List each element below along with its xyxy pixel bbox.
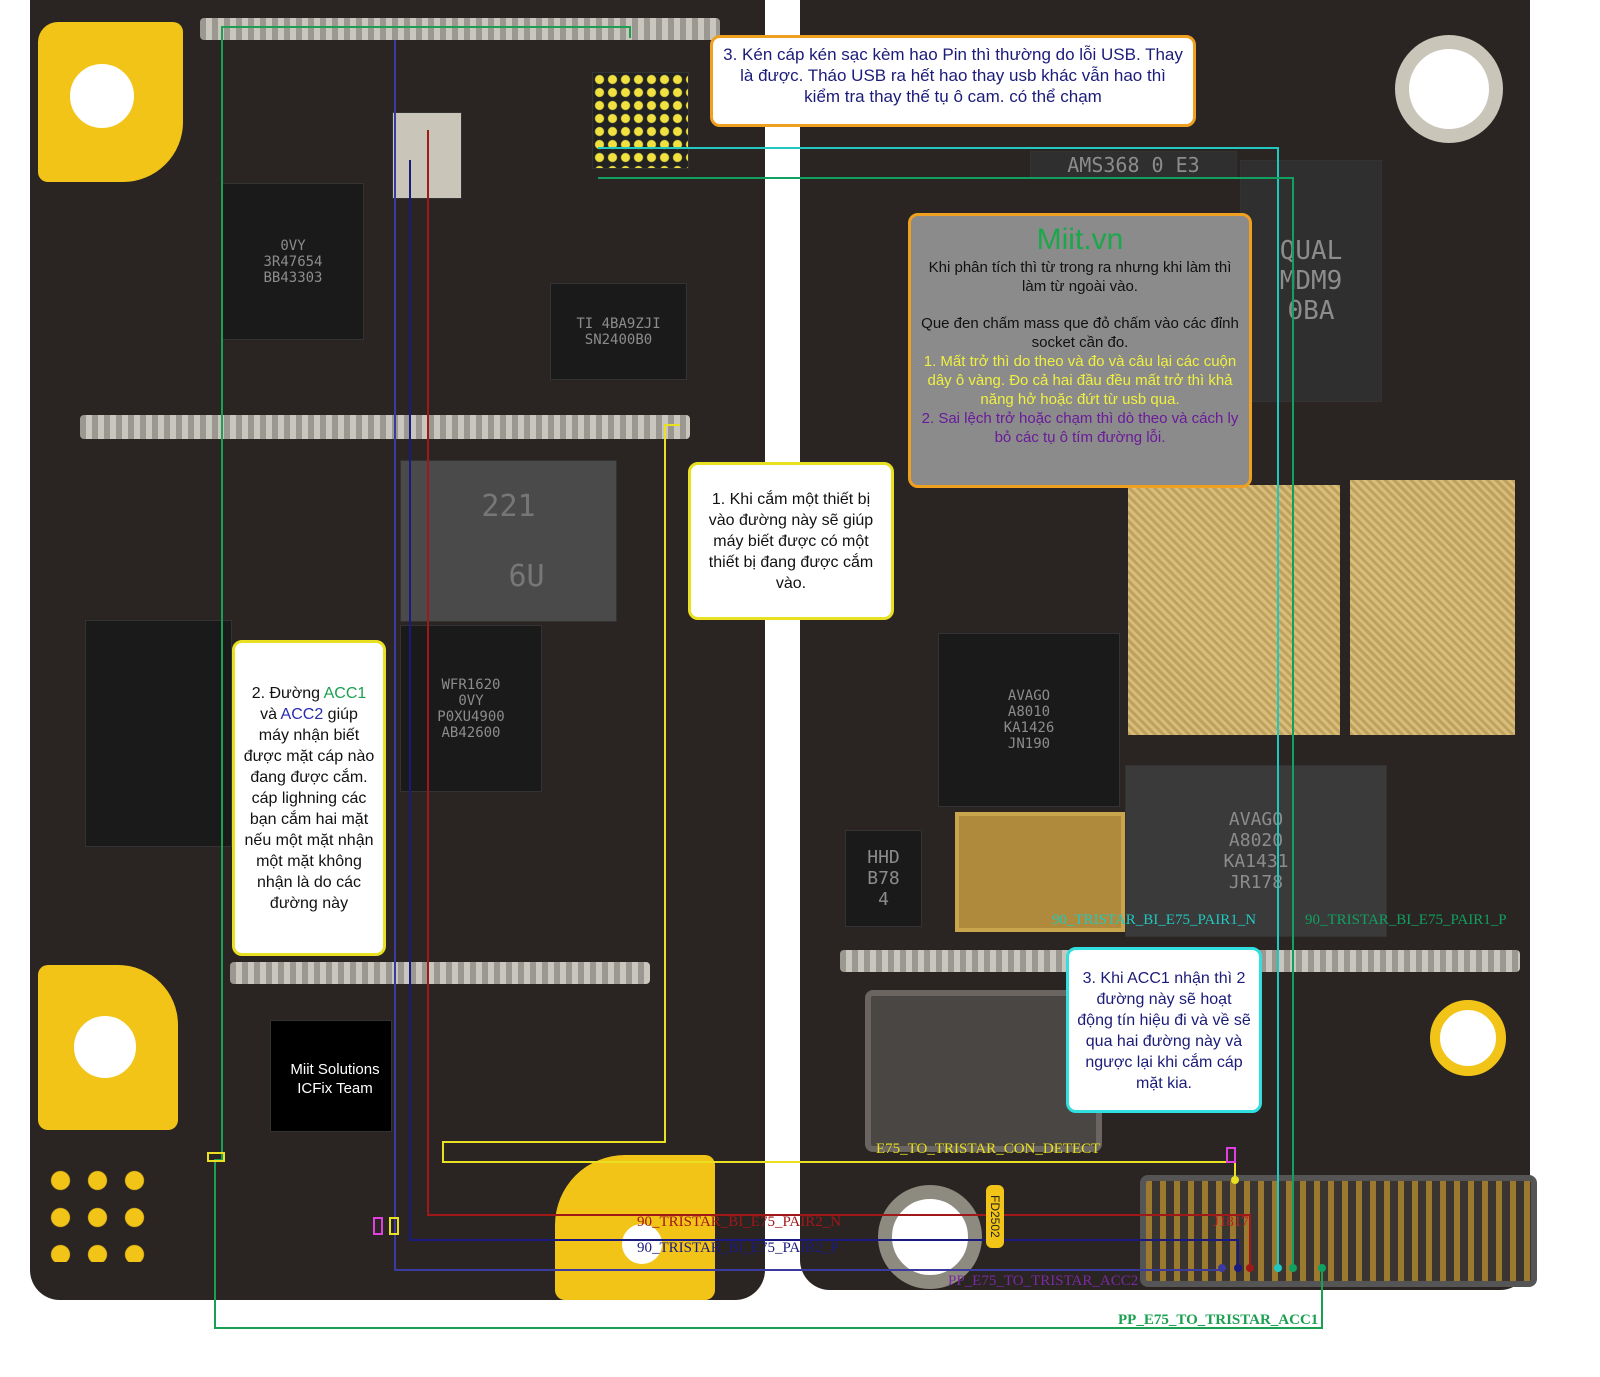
purple-cap-marker	[1226, 1147, 1236, 1163]
pin-marker	[1231, 1176, 1239, 1184]
chip: AVAGO A8020 KA1431 JR178	[1125, 765, 1387, 937]
net-label-acc2: PP_E75_TO_TRISTAR_ACC2	[948, 1273, 1139, 1289]
note-pair: 3. Khi ACC1 nhận thì 2 đường này sẽ hoạt…	[1066, 947, 1262, 1113]
bga-socket	[592, 72, 689, 169]
trace-pair1-n	[598, 147, 1279, 1268]
acc-mid: và	[260, 706, 281, 723]
note-acc: 2. Đường ACC1 và ACC2 giúp máy nhận biết…	[232, 640, 386, 956]
connector-label: J1817	[1213, 1214, 1249, 1230]
acc1-text: ACC1	[323, 685, 367, 702]
pin-marker	[1246, 1264, 1254, 1272]
pin-marker	[1234, 1264, 1242, 1272]
team-line1: Miit Solutions	[290, 1061, 380, 1078]
miit-purple: 2. Sai lệch trở hoặc chạm thì dò theo và…	[921, 410, 1239, 446]
net-label-acc1: PP_E75_TO_TRISTAR_ACC1	[1118, 1312, 1319, 1328]
purple-cap-marker	[373, 1217, 383, 1235]
chip: 221 6U	[400, 460, 617, 622]
test-pads	[42, 1162, 152, 1262]
trace-pair2-n	[427, 130, 1251, 1268]
battery-connector	[865, 990, 1102, 1152]
yellow-cap-marker	[207, 1152, 225, 1162]
shield-strip	[80, 415, 690, 439]
net-label-pair2-p: 90_TRISTAR_BI_E75_PAIR2_P	[637, 1240, 839, 1256]
note-con-detect: 1. Khi cắm một thiết bị vào đường này sẽ…	[688, 462, 894, 620]
trace-pair2-p	[409, 160, 1239, 1268]
chip: 0VY 3R47654 BB43303	[222, 183, 364, 340]
pin-marker	[1318, 1264, 1326, 1272]
acc-pre: 2. Đường	[251, 685, 324, 702]
net-label-con-detect: E75_TO_TRISTAR_CON_DETECT	[876, 1141, 1101, 1157]
gold-shield	[1128, 485, 1340, 735]
pin-marker	[1218, 1264, 1226, 1272]
brand-title: Miit.vn	[1036, 223, 1124, 256]
pin-marker	[1289, 1264, 1297, 1272]
note-miit: Miit.vn Khi phân tích thì từ trong ra nh…	[908, 213, 1252, 488]
gold-shield	[1350, 480, 1515, 735]
chip: WFR1620 0VY P0XU4900 AB42600	[400, 625, 542, 792]
fd-label: FD2502	[986, 1185, 1004, 1248]
team-label: Miit Solutions ICFix Team	[280, 1060, 390, 1098]
rf-chip	[955, 812, 1125, 932]
chip: AMS368 0 E3	[1030, 151, 1237, 178]
chip	[270, 1020, 392, 1132]
chip: AVAGO A8010 KA1426 JN190	[938, 633, 1120, 807]
yellow-cap-marker	[389, 1217, 399, 1235]
miit-line1: Khi phân tích thì từ trong ra nhưng khi …	[928, 259, 1232, 295]
net-label-pair1-p: 90_TRISTAR_BI_E75_PAIR1_P	[1305, 912, 1507, 928]
shield-strip	[230, 962, 650, 984]
miit-line2: Que đen chấm mass que đỏ chấm vào các đỉ…	[921, 315, 1239, 351]
miit-yellow: 1. Mất trở thì do theo và đo và câu lại …	[923, 353, 1237, 408]
acc-post: giúp máy nhận biết được mặt cáp nào đang…	[243, 706, 375, 912]
shield-strip	[200, 18, 720, 40]
chip	[85, 620, 232, 847]
note-usb-drain: 3. Kén cáp kén sạc kèm hao Pin thì thườn…	[710, 35, 1196, 127]
chip: TI 4BA9ZJI SN2400B0	[550, 283, 687, 380]
chip: HHD B78 4	[845, 830, 922, 927]
acc2-text: ACC2	[280, 706, 324, 723]
trace-pair1-p	[598, 177, 1294, 1268]
team-line2: ICFix Team	[297, 1080, 373, 1097]
net-label-pair1-n: 90_TRISTAR_BI_E75_PAIR1_N	[1052, 912, 1257, 928]
net-label-pair2-n: 90_TRISTAR_BI_E75_PAIR2_N	[637, 1214, 842, 1230]
mounting-hole	[1430, 1000, 1506, 1076]
pin-marker	[1274, 1264, 1282, 1272]
connector-j1817	[1140, 1175, 1537, 1287]
